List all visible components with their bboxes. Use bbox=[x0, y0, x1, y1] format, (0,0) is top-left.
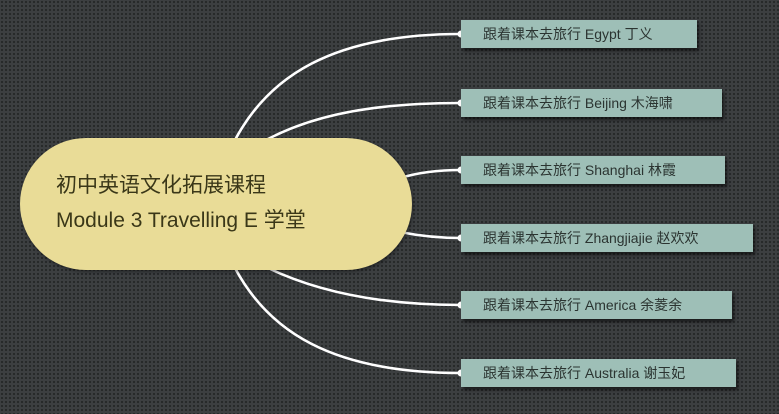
connector-australia bbox=[233, 266, 463, 375]
connector-america bbox=[266, 266, 463, 307]
central-topic-line-1: 初中英语文化拓展课程 bbox=[56, 174, 266, 197]
branch-node-zhangjiajie[interactable]: 跟着课本去旅行 Zhangjiajie 赵欢欢 bbox=[461, 224, 753, 252]
central-topic-node[interactable]: 初中英语文化拓展课程 Module 3 Travelling E 学堂 bbox=[20, 138, 412, 270]
branch-node-shanghai[interactable]: 跟着课本去旅行 Shanghai 林霞 bbox=[461, 156, 725, 184]
central-topic-line-2: Module 3 Travelling E 学堂 bbox=[56, 209, 306, 232]
branch-node-australia[interactable]: 跟着课本去旅行 Australia 谢玉妃 bbox=[461, 359, 736, 387]
connector-egypt bbox=[233, 32, 463, 142]
branch-node-egypt[interactable]: 跟着课本去旅行 Egypt 丁义 bbox=[461, 20, 697, 48]
connector-beijing bbox=[266, 101, 463, 141]
branch-node-america[interactable]: 跟着课本去旅行 America 余菱余 bbox=[461, 291, 732, 319]
branch-node-beijing[interactable]: 跟着课本去旅行 Beijing 木海啸 bbox=[461, 89, 722, 117]
